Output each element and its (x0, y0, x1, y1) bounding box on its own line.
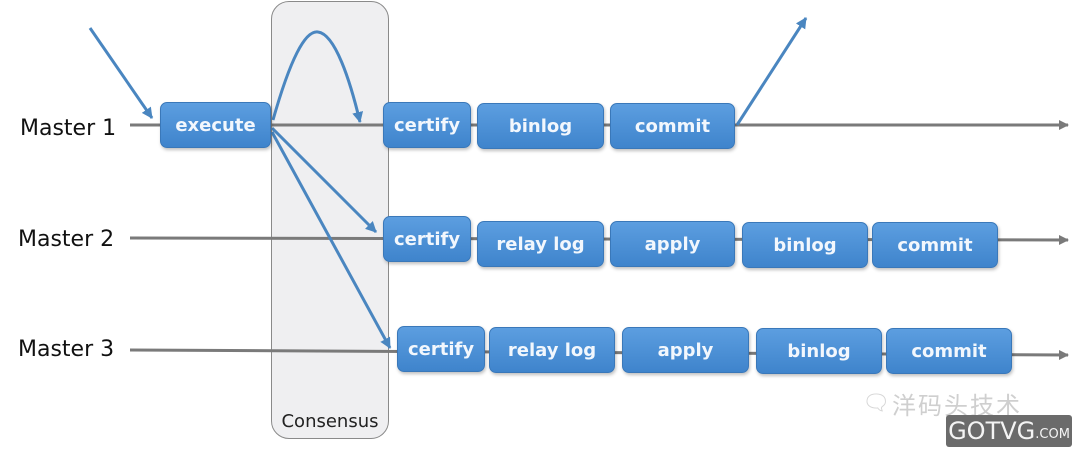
broadcast-arrow-master-3 (270, 131, 392, 349)
step-relay-log: relay log (489, 327, 615, 373)
step-binlog: binlog (756, 328, 882, 374)
step-commit: commit (872, 222, 998, 268)
step-certify: certify (383, 102, 471, 148)
broadcast-arrow-master-2 (270, 126, 378, 234)
step-commit: commit (610, 103, 735, 149)
consensus-label: Consensus (281, 411, 379, 432)
wechat-icon: 🗨 (862, 390, 890, 415)
consensus-region: Consensus (271, 1, 389, 439)
master-2-label: Master 2 (18, 227, 115, 252)
client-request-arrow (88, 27, 154, 119)
watermark-badge-main: GOTVG (948, 417, 1036, 445)
step-apply: apply (622, 327, 749, 373)
watermark-badge: GOTVG.COM (946, 415, 1072, 447)
master-1-label: Master 1 (20, 116, 117, 141)
step-apply: apply (610, 221, 735, 267)
step-commit: commit (886, 328, 1012, 374)
step-certify: certify (397, 326, 485, 372)
step-binlog: binlog (742, 222, 868, 268)
step-certify: certify (383, 216, 471, 262)
response-arrow (735, 17, 808, 126)
step-execute: execute (160, 102, 271, 148)
step-relay-log: relay log (477, 221, 604, 267)
master-3-label: Master 3 (18, 337, 115, 362)
consensus-loop-arrow (271, 30, 364, 123)
watermark-badge-suffix: .COM (1035, 426, 1070, 442)
step-binlog: binlog (477, 103, 604, 149)
